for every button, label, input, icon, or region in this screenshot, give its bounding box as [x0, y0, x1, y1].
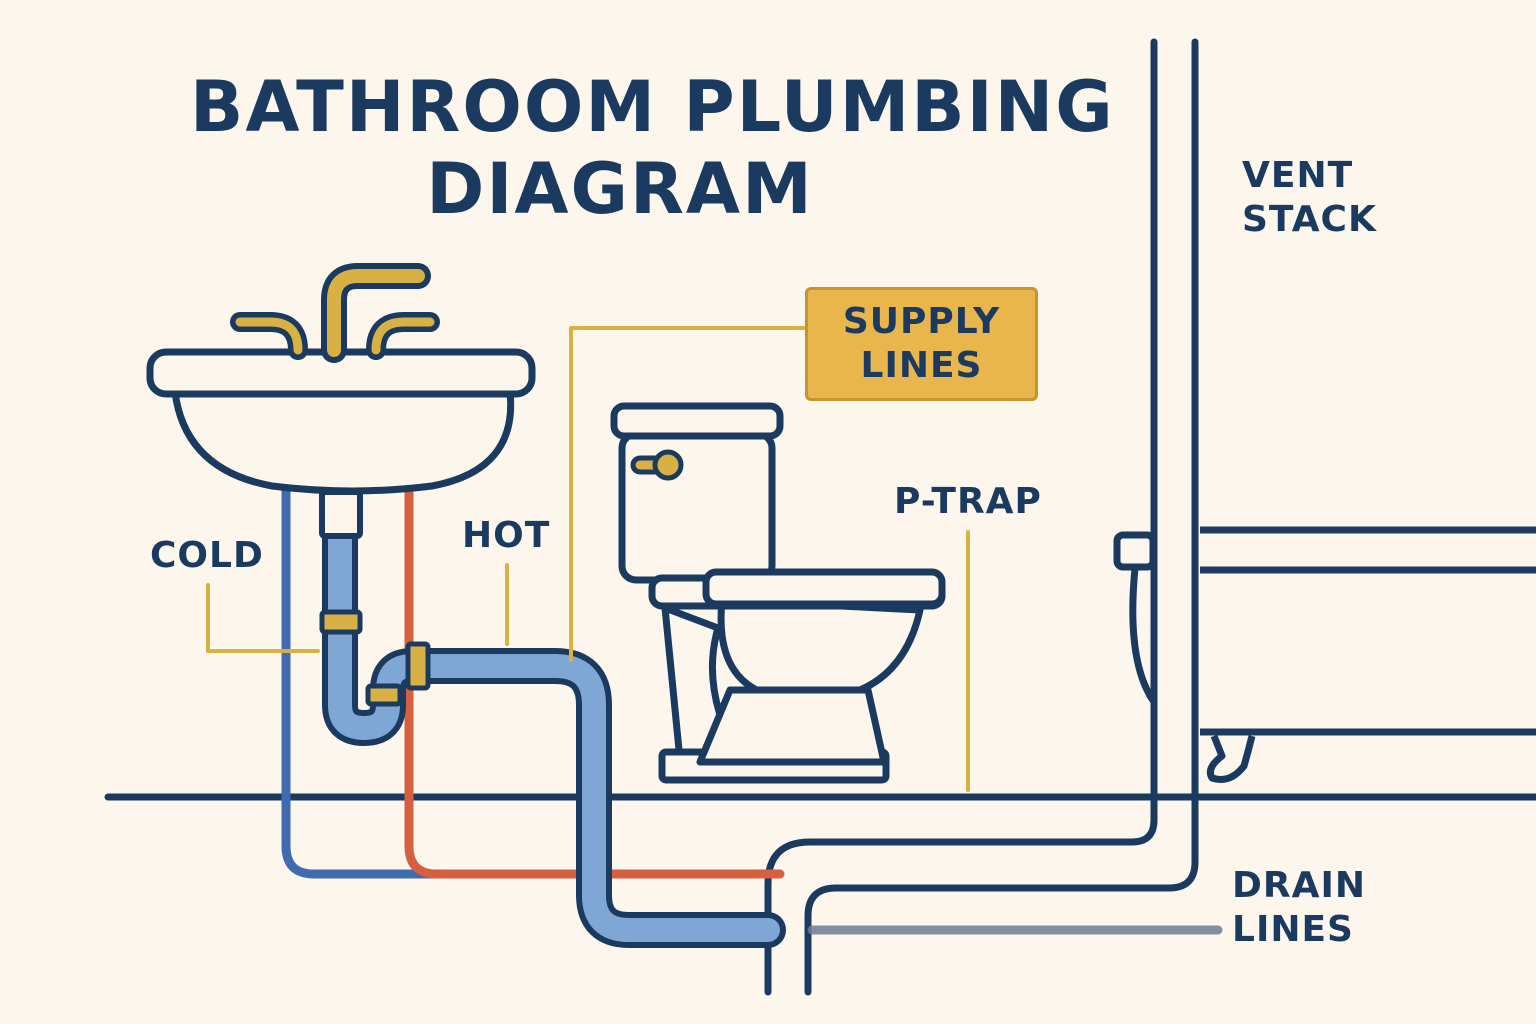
sink: [146, 348, 536, 495]
slip-nut-upper: [319, 609, 363, 635]
hot-supply-line: [404, 483, 785, 879]
vent-stack-label-line-2: STACK: [1242, 199, 1377, 240]
vent-stack-pipe: [764, 38, 1199, 996]
supply-lines-label-line-1: SUPPLY: [842, 301, 1001, 342]
cold-supply-line: [281, 483, 615, 879]
sink-drain-pipe: [402, 648, 786, 948]
slip-nut-lower: [405, 641, 431, 691]
hot-label: HOT: [462, 515, 551, 556]
slip-nut-elbow: [365, 683, 403, 707]
sink-tailpiece: [319, 489, 363, 539]
cold-label: COLD: [150, 535, 264, 576]
drain-lines-label-line-1: DRAIN: [1232, 865, 1366, 906]
p-trap-pipe: [322, 517, 430, 746]
vent-stack-label: VENT STACK: [1242, 154, 1377, 242]
vent-stack-label-line-1: VENT: [1242, 155, 1354, 196]
title-line-2: DIAGRAM: [426, 148, 814, 230]
leader-lines: [206, 326, 970, 792]
supply-lines-label: SUPPLY LINES: [805, 287, 1038, 401]
p-trap-label: P-TRAP: [894, 481, 1042, 522]
toilet: [610, 402, 946, 784]
supply-lines-label-line-2: LINES: [860, 345, 983, 386]
diagram-title: BATHROOM PLUMBING DIAGRAM: [190, 66, 1115, 230]
title-line-1: BATHROOM PLUMBING: [190, 66, 1115, 148]
toilet-handle: [630, 449, 684, 481]
drain-lines-label-line-2: LINES: [1232, 909, 1354, 950]
faucet: [230, 263, 440, 363]
drain-lines-label: DRAIN LINES: [1232, 864, 1366, 952]
bathtub: [1113, 526, 1536, 783]
